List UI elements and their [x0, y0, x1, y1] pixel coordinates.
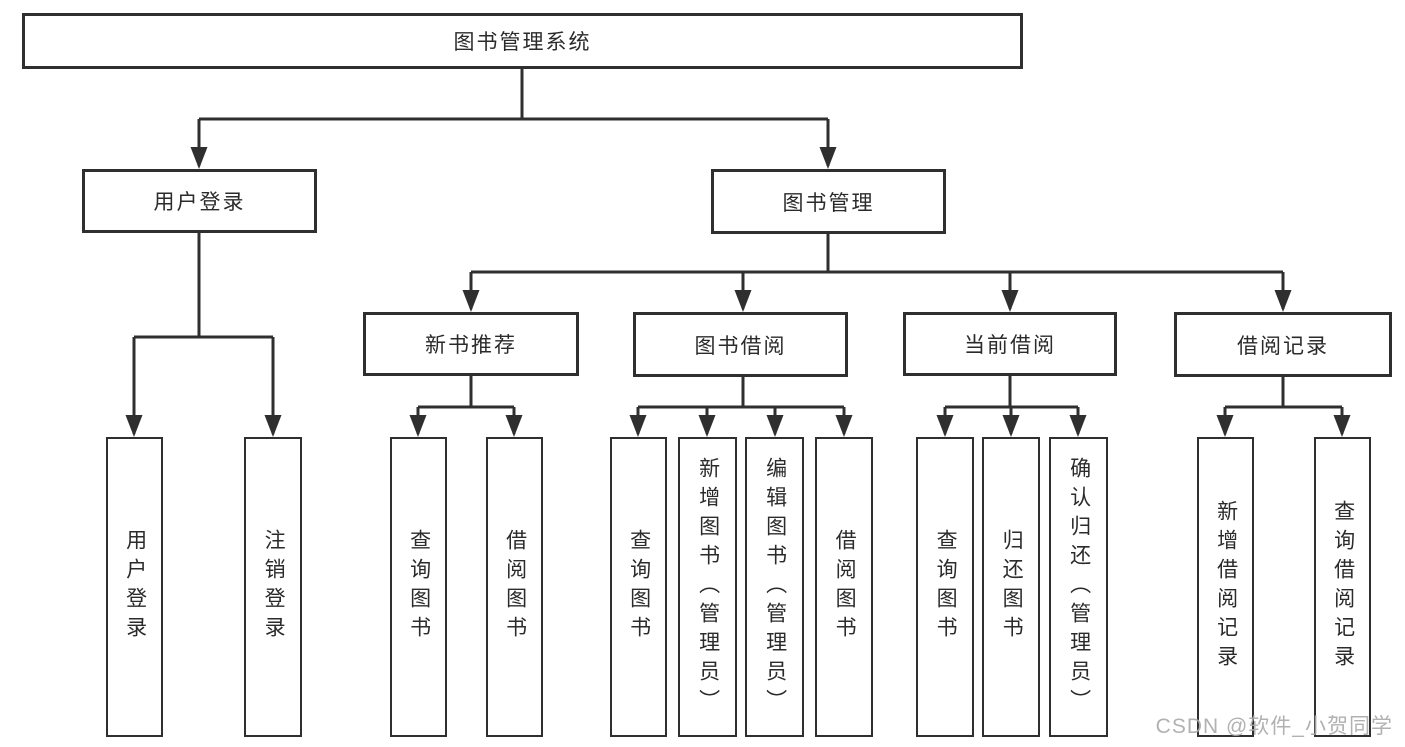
node-borrowing-records-label: 借阅记录	[1237, 334, 1329, 358]
leaf-rec-query-books: 查询图书	[390, 437, 447, 737]
node-book-management: 图书管理	[711, 169, 946, 234]
leaf-bb-add-books-admin-label: 新增图书（管理员）	[696, 456, 720, 718]
leaf-rec-query-books-label: 查询图书	[407, 529, 431, 645]
leaf-cb-return-books-label: 归还图书	[1000, 529, 1024, 645]
node-borrowing-records: 借阅记录	[1174, 312, 1392, 377]
leaf-br-add-record: 新增借阅记录	[1197, 437, 1254, 737]
node-book-borrowing-label: 图书借阅	[694, 334, 787, 358]
node-new-book-recommendation-label: 新书推荐	[425, 334, 517, 357]
node-current-borrowing-label: 当前借阅	[964, 334, 1056, 357]
leaf-bb-borrow-books: 借阅图书	[815, 437, 873, 737]
leaf-bb-query-books-label: 查询图书	[627, 529, 651, 645]
leaf-user-login: 用户登录	[106, 437, 163, 737]
leaf-cb-confirm-return-admin: 确认归还（管理员）	[1049, 437, 1108, 737]
leaf-rec-borrow-books: 借阅图书	[486, 437, 543, 737]
leaf-cb-query-books-label: 查询图书	[934, 529, 958, 645]
node-book-borrowing: 图书借阅	[633, 312, 848, 377]
leaf-br-query-record-label: 查询借阅记录	[1331, 500, 1355, 674]
leaf-rec-borrow-books-label: 借阅图书	[503, 529, 527, 645]
leaf-cb-query-books: 查询图书	[916, 437, 974, 737]
node-library-management-system-label: 图书管理系统	[453, 31, 592, 54]
node-new-book-recommendation: 新书推荐	[363, 312, 579, 376]
watermark: CSDN @软件_小贺同学	[1155, 715, 1393, 738]
leaf-br-query-record: 查询借阅记录	[1314, 437, 1371, 737]
leaf-logout: 注销登录	[244, 437, 302, 737]
leaf-br-add-record-label: 新增借阅记录	[1214, 500, 1238, 674]
leaf-logout-label: 注销登录	[262, 529, 286, 645]
leaf-bb-edit-books-admin: 编辑图书（管理员）	[745, 437, 804, 737]
node-current-borrowing: 当前借阅	[903, 312, 1117, 376]
leaf-cb-confirm-return-admin-label: 确认归还（管理员）	[1067, 456, 1091, 718]
leaf-bb-edit-books-admin-label: 编辑图书（管理员）	[763, 456, 787, 718]
leaf-bb-add-books-admin: 新增图书（管理员）	[678, 437, 737, 737]
node-user-login-label: 用户登录	[153, 191, 246, 214]
leaf-bb-borrow-books-label: 借阅图书	[833, 529, 857, 645]
node-user-login: 用户登录	[82, 169, 317, 233]
node-book-management-label: 图书管理	[782, 191, 875, 215]
leaf-bb-query-books: 查询图书	[610, 437, 667, 737]
node-library-management-system: 图书管理系统	[22, 13, 1023, 69]
leaf-cb-return-books: 归还图书	[982, 437, 1040, 737]
leaf-user-login-label: 用户登录	[123, 529, 147, 645]
